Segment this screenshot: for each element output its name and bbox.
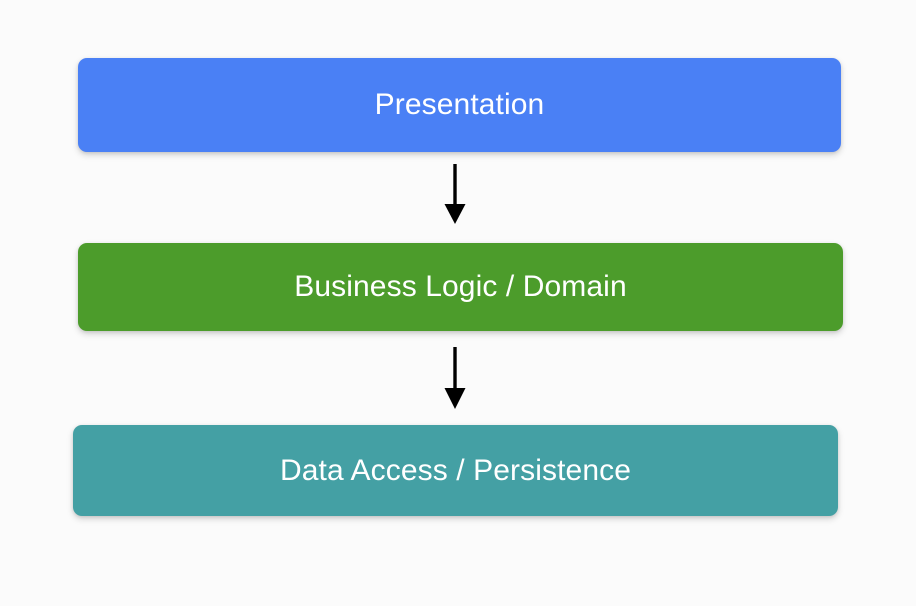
arrow-down-icon-presentation-to-business	[444, 164, 466, 224]
layer-label-business-logic: Business Logic / Domain	[294, 270, 627, 303]
layer-box-business-logic[interactable]: Business Logic / Domain	[78, 243, 843, 331]
layer-box-data-access[interactable]: Data Access / Persistence	[73, 425, 838, 516]
layer-label-presentation: Presentation	[374, 88, 545, 121]
layer-label-data-access: Data Access / Persistence	[280, 453, 631, 487]
layer-box-presentation[interactable]: Presentation	[78, 58, 841, 152]
arrow-down-icon-business-to-data	[444, 347, 466, 409]
